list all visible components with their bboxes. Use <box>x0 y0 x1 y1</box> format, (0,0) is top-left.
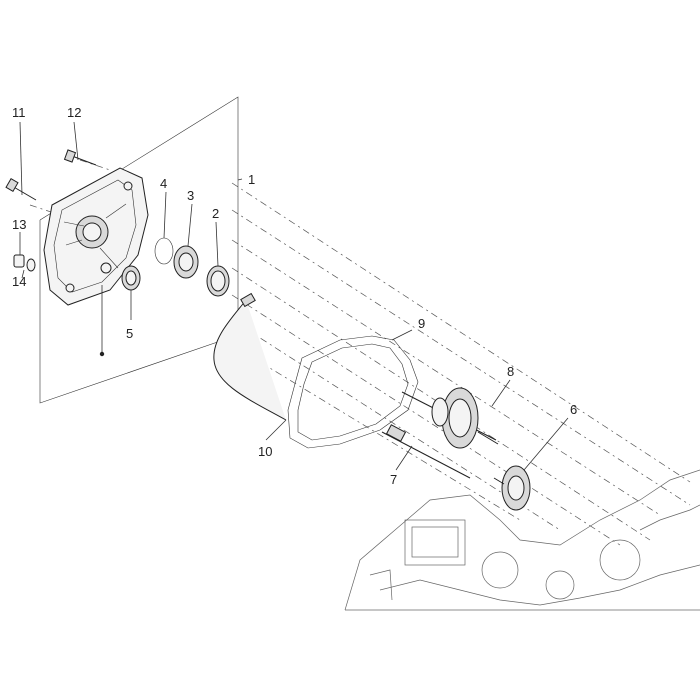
callout-6: 6 <box>570 402 577 417</box>
gear-6 <box>493 465 531 511</box>
bolt-11 <box>5 177 37 201</box>
circlip-4 <box>154 237 174 265</box>
callout-13: 13 <box>12 217 26 232</box>
callout-11: 11 <box>12 105 26 120</box>
callout-labels: 1 2 3 4 5 6 7 8 9 10 11 12 13 14 <box>12 105 577 487</box>
shaft-gear-8 <box>401 387 499 449</box>
callout-8: 8 <box>507 364 514 379</box>
callout-12: 12 <box>67 105 81 120</box>
washer-14 <box>26 258 36 272</box>
bolt-12 <box>63 149 97 166</box>
bearing-3 <box>173 245 199 279</box>
oil-seal-2 <box>206 265 230 297</box>
callout-14: 14 <box>12 274 26 289</box>
engine-block-sketch <box>344 469 700 611</box>
callout-7: 7 <box>390 472 397 487</box>
gasket-9 <box>287 335 419 449</box>
callout-2: 2 <box>212 206 219 221</box>
callout-3: 3 <box>187 188 194 203</box>
plug-13 <box>13 254 25 268</box>
hose-10 <box>213 292 287 421</box>
bearing-5 <box>121 265 141 291</box>
callout-1: 1 <box>248 172 255 187</box>
shaft-7 <box>381 424 471 479</box>
transmission-cover <box>43 167 149 306</box>
callout-10: 10 <box>258 444 272 459</box>
location-dot <box>99 351 105 357</box>
leader-lines <box>19 121 569 471</box>
callout-9: 9 <box>418 316 425 331</box>
callout-5: 5 <box>126 326 133 341</box>
callout-4: 4 <box>160 176 167 191</box>
